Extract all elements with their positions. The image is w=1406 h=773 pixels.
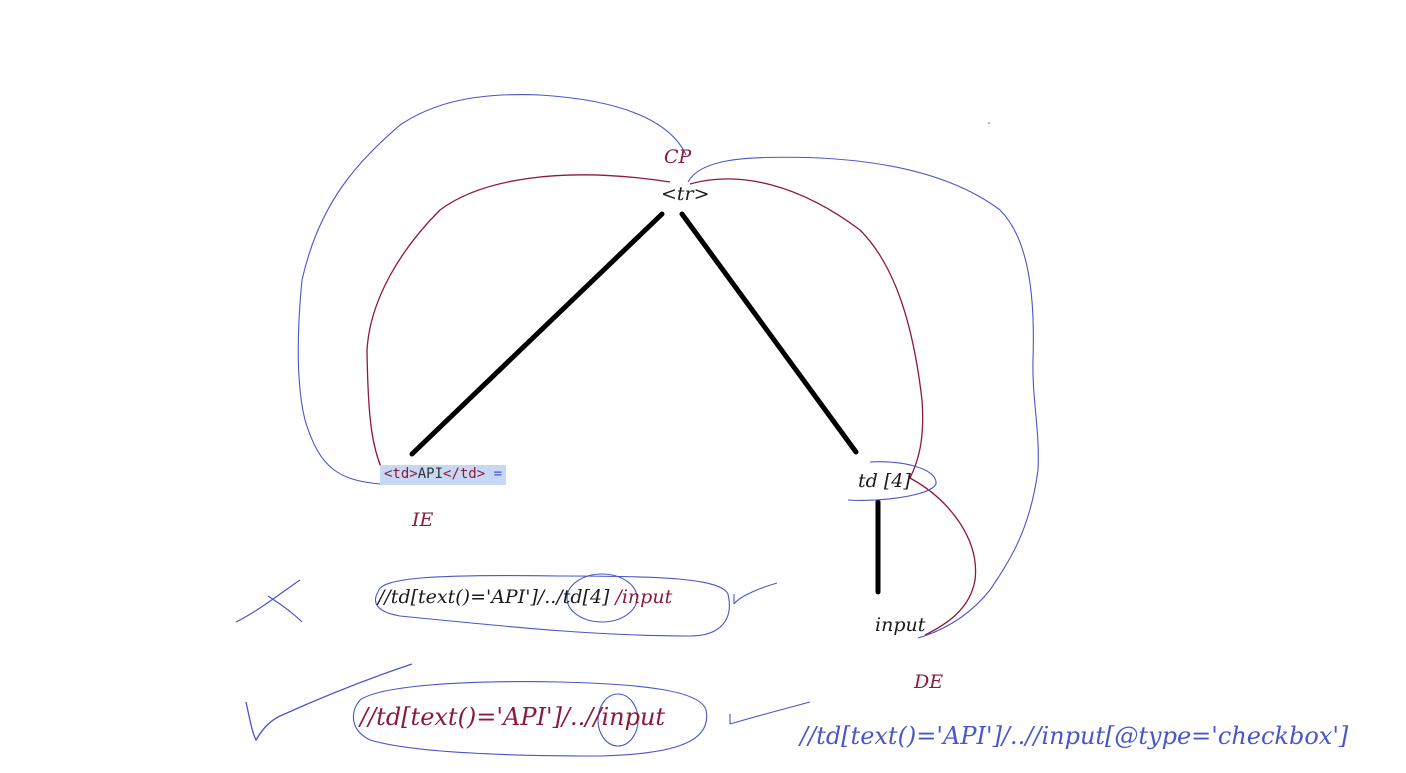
blue-arc-right: [687, 156, 1039, 639]
edge-tr-to-td4: [679, 211, 859, 455]
tr-node-label: <tr>: [661, 183, 710, 205]
rejected-xpath-tail: /input: [615, 586, 673, 608]
maroon-arc-right: [689, 178, 977, 636]
maroon-arc-left: [366, 174, 671, 477]
code-trailing: =: [493, 466, 503, 482]
td-api-code-snippet: <td>API</td> =: [380, 465, 507, 485]
final-xpath: //td[text()='API']/..//input[@type='chec…: [800, 722, 1349, 750]
rejected-xpath-main: //td[text()='API']/../td[4]: [378, 586, 610, 608]
ie-label: IE: [412, 509, 434, 531]
edge-tr-to-td: [409, 211, 665, 457]
code-close-tag: </td>: [443, 466, 486, 482]
code-text: API: [417, 466, 444, 482]
oval-accepted-xpath: [352, 681, 708, 757]
oval-rejected-xpath: [374, 574, 730, 637]
stray-dot: [988, 122, 990, 124]
arrow-to-rejected: [733, 582, 778, 605]
accepted-xpath: //td[text()='API']/..//input: [360, 703, 666, 731]
code-open-tag: <td>: [384, 466, 418, 482]
input-node-label: input: [875, 614, 926, 636]
check-mark: [245, 663, 413, 742]
circle-dotdot-rejected: [566, 573, 638, 623]
blue-ellipse-td4: [847, 461, 937, 501]
arrow-to-accepted: [729, 701, 811, 725]
td4-node-label: td [4]: [858, 470, 911, 492]
cross-mark: [235, 579, 303, 623]
rejected-xpath: //td[text()='API']/../td[4]/input: [378, 586, 672, 608]
de-label: DE: [914, 671, 944, 693]
cp-label: CP: [664, 146, 692, 168]
circle-dotdot-accepted: [597, 693, 639, 747]
blue-arc-left: [297, 94, 687, 485]
